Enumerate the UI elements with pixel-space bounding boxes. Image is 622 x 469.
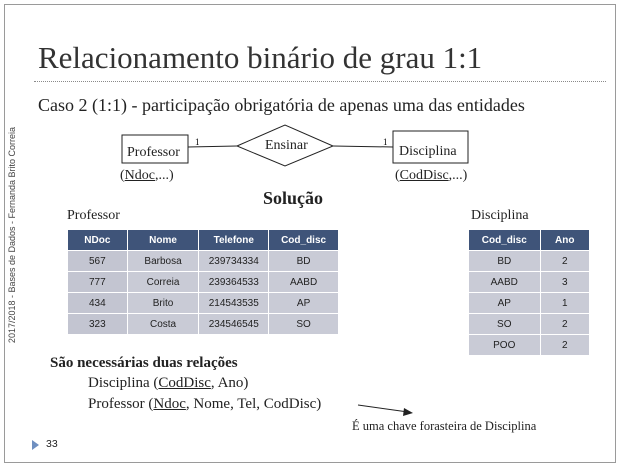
column-header: Cod_disc	[468, 229, 541, 251]
table-cell: Barbosa	[126, 250, 200, 272]
table-cell: 3	[539, 271, 591, 293]
table-cell: AABD	[268, 271, 339, 293]
page-number: 33	[46, 438, 58, 450]
table-row: SO 2	[468, 313, 591, 335]
table-cell: 2	[539, 334, 591, 356]
table-cell: 567	[67, 250, 128, 272]
disciplina-entity-label: Disciplina	[399, 144, 457, 159]
table-cell: Costa	[126, 313, 200, 335]
table-cell: AP	[468, 292, 541, 314]
table-row: POO 2	[468, 334, 591, 356]
column-header: Telefone	[198, 229, 270, 251]
table-row: AP 1	[468, 292, 591, 314]
relation-rest: , Nome, Tel, CodDisc)	[185, 396, 322, 412]
disciplina-attributes: (CodDisc,...)	[395, 168, 467, 184]
play-triangle-icon	[32, 440, 39, 450]
table-cell: 2	[539, 313, 591, 335]
professor-entity-label: Professor	[127, 145, 180, 160]
cardinality-left: 1	[195, 137, 200, 147]
notes-heading: São necessárias duas relações	[50, 355, 238, 371]
attr-open-paren: (	[395, 168, 400, 183]
table-cell: Brito	[126, 292, 200, 314]
table-row: 434 Brito 214543535 AP	[67, 292, 339, 314]
table-cell: AABD	[468, 271, 541, 293]
relation-prefix: Professor (	[88, 396, 154, 412]
relation-key: Ndoc	[153, 396, 186, 412]
ensinar-relationship-label: Ensinar	[265, 138, 308, 153]
table-cell: BD	[268, 250, 339, 272]
column-header: Nome	[126, 229, 200, 251]
title-divider	[34, 81, 606, 82]
disciplina-table-caption: Disciplina	[471, 208, 529, 223]
table-row: AABD 3	[468, 271, 591, 293]
table-cell: Correia	[126, 271, 200, 293]
fk-arrow-head	[403, 408, 413, 416]
column-header: Cod_disc	[268, 229, 339, 251]
table-row: 567 Barbosa 239734334 BD	[67, 250, 339, 272]
slide-subtitle: Caso 2 (1:1) - participação obrigatória …	[38, 95, 525, 115]
professor-key-attr: Ndoc	[124, 168, 155, 183]
table-row: BD 2	[468, 250, 591, 272]
professor-attributes: (Ndoc,...)	[120, 168, 174, 184]
attr-rest: ,...)	[155, 168, 174, 183]
table-cell: AP	[268, 292, 339, 314]
table-cell: SO	[268, 313, 339, 335]
connector-right	[332, 145, 394, 148]
table-cell: 1	[539, 292, 591, 314]
connector-left	[187, 145, 238, 148]
professor-table-caption: Professor	[67, 208, 120, 223]
table-cell: BD	[468, 250, 541, 272]
table-cell: 214543535	[198, 292, 270, 314]
table-cell: 234546545	[198, 313, 270, 335]
table-cell: 239364533	[198, 271, 270, 293]
relation-professor: Professor (Ndoc, Nome, Tel, CodDisc)	[88, 396, 321, 413]
cardinality-right: 1	[383, 137, 388, 147]
relation-key: CodDisc	[158, 375, 211, 391]
table-cell: 434	[67, 292, 128, 314]
foreign-key-note: É uma chave forasteira de Disciplina	[352, 419, 537, 433]
table-cell: SO	[468, 313, 541, 335]
table-row: 323 Costa 234546545 SO	[67, 313, 339, 335]
professor-table: NDoc Nome Telefone Cod_disc 567 Barbosa …	[67, 229, 339, 335]
relation-rest: , Ano)	[210, 375, 249, 391]
table-cell: 239734334	[198, 250, 270, 272]
professor-entity-box	[121, 134, 189, 164]
slide-title: Relacionamento binário de grau 1:1	[38, 40, 483, 75]
attr-open-paren: (	[120, 168, 125, 183]
column-header: Ano	[539, 229, 591, 251]
table-cell: 777	[67, 271, 128, 293]
table-cell: 2	[539, 250, 591, 272]
table-cell: 323	[67, 313, 128, 335]
fk-arrow-line	[357, 404, 409, 413]
slide-frame	[4, 4, 616, 463]
table-header-row: NDoc Nome Telefone Cod_disc	[67, 229, 339, 251]
table-cell: POO	[468, 334, 541, 356]
table-header-row: Cod_disc Ano	[468, 229, 591, 251]
solution-heading: Solução	[263, 188, 324, 208]
attr-rest: ,...)	[448, 168, 468, 183]
relation-prefix: Disciplina (	[88, 375, 159, 391]
column-header: NDoc	[67, 229, 128, 251]
relation-disciplina: Disciplina (CodDisc, Ano)	[88, 375, 248, 392]
disciplina-key-attr: CodDisc	[399, 168, 449, 183]
table-row: 777 Correia 239364533 AABD	[67, 271, 339, 293]
disciplina-table: Cod_disc Ano BD 2 AABD 3 AP 1 SO 2 POO 2	[468, 229, 591, 356]
